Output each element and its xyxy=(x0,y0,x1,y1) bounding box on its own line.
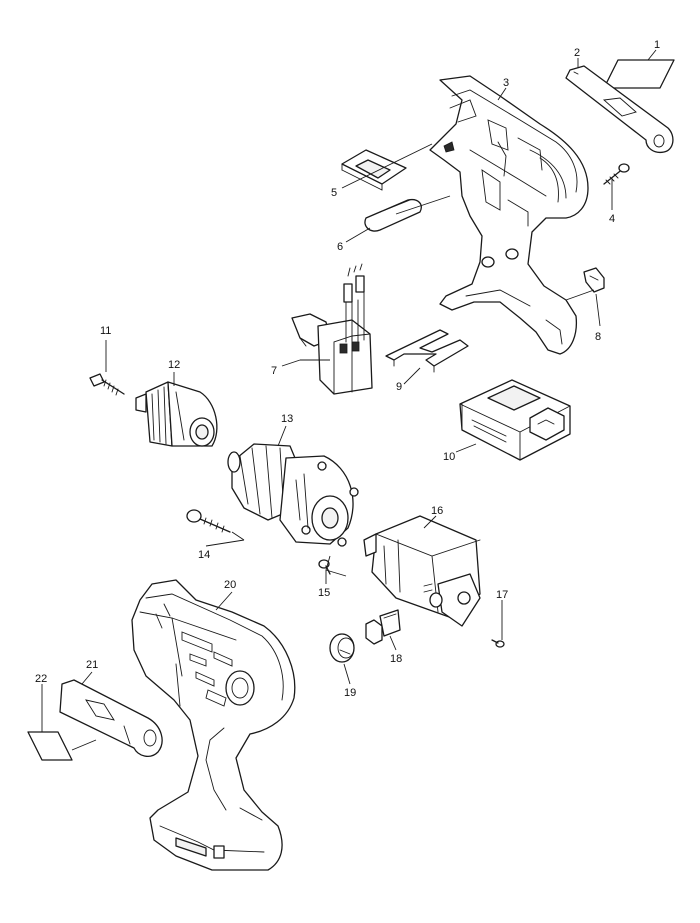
callout-15: 15 xyxy=(318,587,330,599)
part-20-housing-left xyxy=(131,579,296,871)
part-4-screw xyxy=(603,163,630,185)
part-9-terminal-plate xyxy=(385,329,469,373)
part-18-brush-holder xyxy=(365,609,401,645)
part-17-screw xyxy=(491,639,505,648)
callout-12: 12 xyxy=(168,359,180,371)
part-11-screw xyxy=(89,373,125,396)
callouts: 1 2 3 4 5 6 7 8 9 10 11 12 13 14 15 16 1… xyxy=(35,39,660,699)
callout-16: 16 xyxy=(431,505,443,517)
part-19-bearing-cap xyxy=(329,633,355,663)
part-13-gear-assembly xyxy=(227,443,359,547)
callout-22: 22 xyxy=(35,673,47,685)
callout-13: 13 xyxy=(281,413,293,425)
callout-3: 3 xyxy=(503,77,509,89)
callout-18: 18 xyxy=(390,653,402,665)
callout-2: 2 xyxy=(574,47,580,59)
part-10-controller xyxy=(459,379,571,461)
callout-8: 8 xyxy=(595,331,601,343)
part-14-screw xyxy=(186,509,231,533)
callout-21: 21 xyxy=(86,659,98,671)
part-2-name-plate xyxy=(565,65,674,154)
callout-4: 4 xyxy=(609,213,615,225)
part-12-drill-chuck xyxy=(135,381,218,447)
part-1-label-sticker xyxy=(603,59,675,89)
callout-19: 19 xyxy=(344,687,356,699)
callout-14: 14 xyxy=(198,549,210,561)
part-6-reversing-lever xyxy=(364,198,422,232)
part-21-name-plate xyxy=(59,679,163,758)
callout-11: 11 xyxy=(100,325,111,337)
leader-lines xyxy=(41,49,657,751)
part-3-housing-right xyxy=(429,75,589,355)
part-7-switch xyxy=(291,263,373,395)
callout-9: 9 xyxy=(396,381,402,393)
callout-17: 17 xyxy=(496,589,508,601)
callout-7: 7 xyxy=(271,365,277,377)
callout-20: 20 xyxy=(224,579,236,591)
callout-10: 10 xyxy=(443,451,455,463)
part-5-switch-cover xyxy=(341,149,407,191)
callout-1: 1 xyxy=(654,39,660,51)
part-8-clip xyxy=(583,267,605,293)
part-16-motor xyxy=(363,515,481,627)
callout-5: 5 xyxy=(331,187,337,199)
callout-6: 6 xyxy=(337,241,343,253)
part-22-label-sticker xyxy=(27,731,73,761)
